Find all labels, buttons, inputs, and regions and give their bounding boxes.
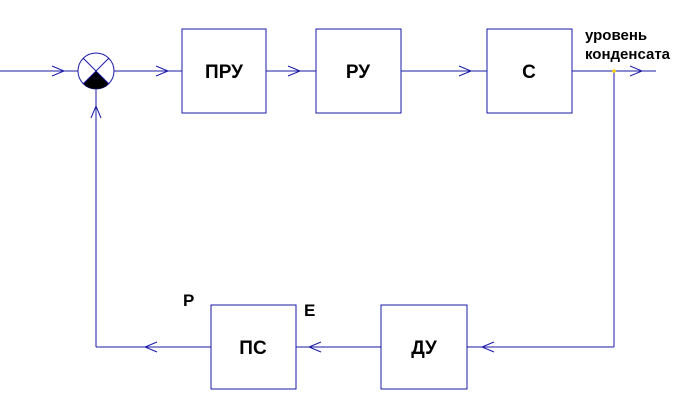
- junction-dot: [612, 69, 616, 73]
- arrowhead-ps: [307, 341, 322, 353]
- arrowhead-pru: [155, 65, 170, 77]
- input-arrowhead: [51, 65, 66, 77]
- block-ru: РУ: [315, 28, 402, 114]
- block-du-label: ДУ: [411, 338, 437, 359]
- arrowhead-s: [458, 65, 473, 77]
- arrowhead-du: [480, 341, 495, 353]
- comparator-icon: [77, 52, 115, 90]
- output-label-line1: уровень: [585, 27, 647, 44]
- arrowhead-comparator-bottom: [90, 104, 102, 119]
- block-du: ДУ: [380, 304, 468, 390]
- output-arrowhead: [629, 65, 644, 77]
- block-s: С: [486, 28, 573, 114]
- arrowhead-ru: [287, 65, 302, 77]
- block-pru: ПРУ: [181, 28, 267, 114]
- output-label-line2: конденсата: [585, 46, 671, 63]
- signal-label-e: Е: [304, 301, 315, 320]
- block-ps-label: ПС: [239, 338, 267, 359]
- signal-label-p: Р: [183, 291, 194, 310]
- block-ru-label: РУ: [346, 62, 370, 83]
- block-pru-label: ПРУ: [205, 62, 243, 83]
- block-ps: ПС: [210, 304, 297, 390]
- arrowhead-return: [143, 341, 158, 353]
- block-s-label: С: [522, 62, 536, 83]
